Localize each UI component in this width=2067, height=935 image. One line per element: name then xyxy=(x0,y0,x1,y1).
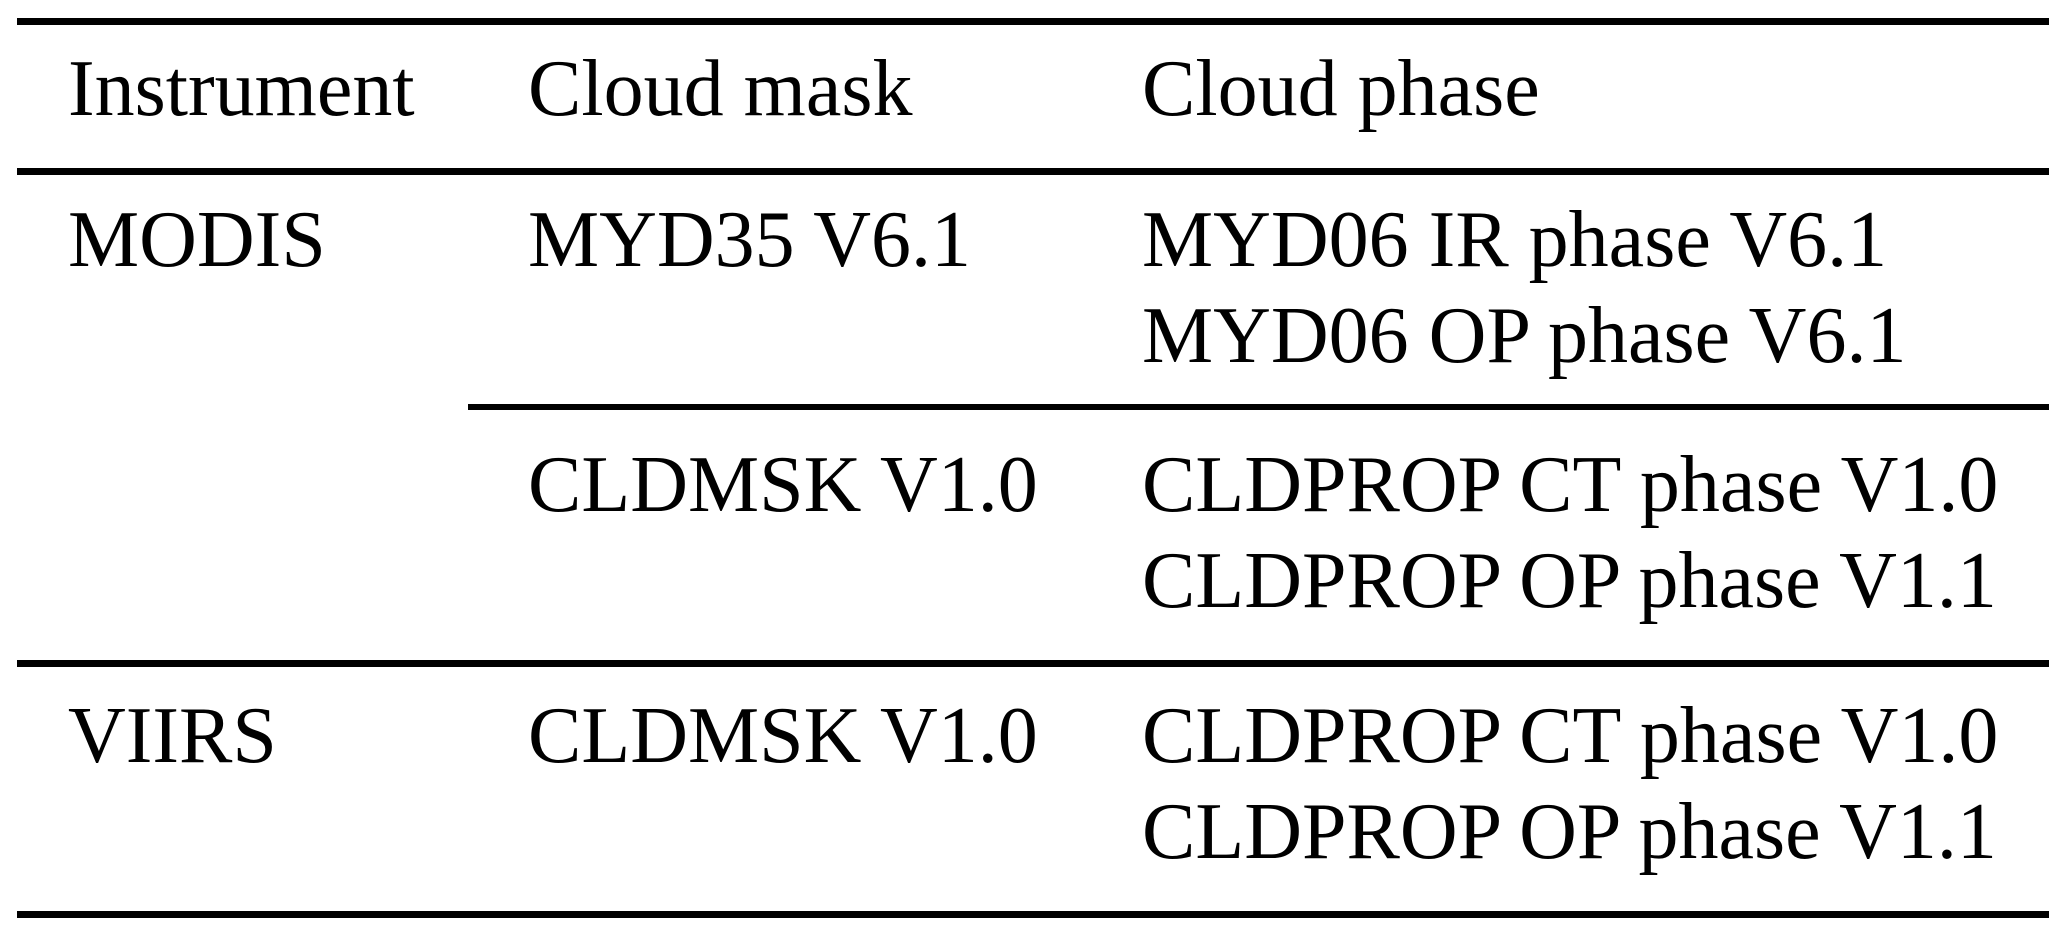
cell-cloud-phase-cldprop-modis: CLDPROP CT phase V1.0 CLDPROP OP phase V… xyxy=(1142,437,1998,629)
cloud-phase-line: CLDPROP OP phase V1.1 xyxy=(1142,537,1997,625)
header-cell-instrument: Instrument xyxy=(68,45,415,133)
cell-cloud-mask-cldmsk-viirs: CLDMSK V1.0 xyxy=(528,692,1038,780)
cloud-phase-line: CLDPROP OP phase V1.1 xyxy=(1142,788,1997,876)
cell-instrument-modis: MODIS xyxy=(68,196,326,284)
header-cell-cloud-phase: Cloud phase xyxy=(1142,45,1540,133)
cell-cloud-phase-myd06: MYD06 IR phase V6.1 MYD06 OP phase V6.1 xyxy=(1142,192,1906,384)
table-bottom-rule xyxy=(17,911,2049,918)
table-header-rule xyxy=(17,168,2049,175)
table-top-rule xyxy=(17,18,2049,25)
table-partial-rule xyxy=(468,404,2049,410)
cloud-phase-line: CLDPROP CT phase V1.0 xyxy=(1142,692,1999,780)
cell-cloud-mask-myd35: MYD35 V6.1 xyxy=(528,196,972,284)
cell-cloud-mask-cldmsk-modis: CLDMSK V1.0 xyxy=(528,441,1038,529)
table-mid-rule xyxy=(17,660,2049,667)
cloud-phase-line: MYD06 IR phase V6.1 xyxy=(1142,196,1888,284)
header-cell-cloud-mask: Cloud mask xyxy=(528,45,913,133)
cell-instrument-viirs: VIIRS xyxy=(68,692,277,780)
cloud-phase-line: CLDPROP CT phase V1.0 xyxy=(1142,441,1999,529)
cloud-phase-line: MYD06 OP phase V6.1 xyxy=(1142,292,1907,380)
cell-cloud-phase-cldprop-viirs: CLDPROP CT phase V1.0 CLDPROP OP phase V… xyxy=(1142,688,1998,880)
